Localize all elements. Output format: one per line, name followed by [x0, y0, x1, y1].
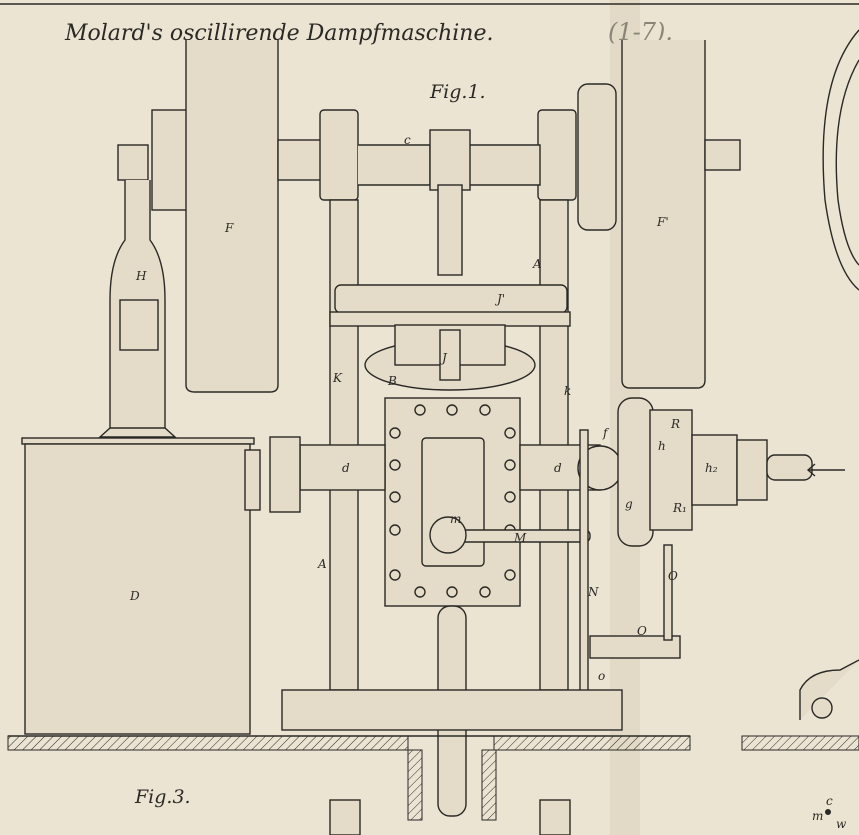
steam-inlet-arrow: [806, 463, 845, 477]
label-h2: h₂: [705, 461, 718, 475]
label-R: R: [670, 417, 680, 431]
label-f: f: [602, 426, 610, 440]
fig3-label: Fig.3.: [134, 786, 191, 808]
label-F-prime: F': [656, 215, 669, 229]
rod-O: [589, 635, 681, 659]
flywheel-F: [151, 40, 324, 393]
label-J-prime: J': [494, 292, 505, 306]
label-D: D: [129, 589, 140, 603]
label-R1: R₁: [672, 501, 687, 515]
part-labels: F F' H D A A K k B J' J c d d f g h h₂ R…: [129, 133, 847, 831]
label-A-lower: A: [317, 557, 327, 571]
label-k: k: [564, 384, 571, 398]
label-H: H: [135, 269, 147, 283]
pulley: [577, 83, 617, 231]
reservoir-D: [21, 437, 261, 735]
fig1-label: Fig.1.: [429, 81, 486, 103]
label-M: M: [513, 531, 527, 545]
label-h: h: [658, 439, 666, 453]
label-F: F: [224, 221, 234, 235]
label-m: m: [450, 512, 461, 526]
label-N: N: [587, 585, 599, 599]
rod-N: [579, 429, 589, 701]
label-o: o: [598, 669, 605, 683]
trunnions: [269, 436, 623, 513]
plate-title: Molard's oscillirende Dampfmaschine.: [64, 21, 493, 46]
label-O-lower: O: [637, 624, 647, 638]
label-fig3-w: w: [836, 817, 847, 831]
label-d-right: d: [554, 461, 562, 475]
label-d-left: d: [342, 461, 350, 475]
cylinder-B: [364, 324, 536, 817]
label-K: K: [332, 371, 343, 385]
cylinder-bolts: [389, 404, 516, 598]
flywheel-F-prime: [577, 40, 741, 389]
label-fig3-c: c: [826, 794, 833, 808]
label-g: g: [625, 497, 633, 511]
label-O-upper: O: [668, 569, 678, 583]
label-fig3-m: m: [812, 809, 823, 823]
label-J: J: [439, 351, 448, 365]
label-B: B: [387, 374, 397, 388]
partial-figure-right: [799, 29, 859, 815]
engine-base: [7, 689, 859, 835]
label-c: c: [404, 133, 411, 147]
label-A-upper: A: [532, 257, 542, 271]
crosshead-J-prime: [334, 284, 568, 314]
governor-H: [98, 144, 177, 438]
